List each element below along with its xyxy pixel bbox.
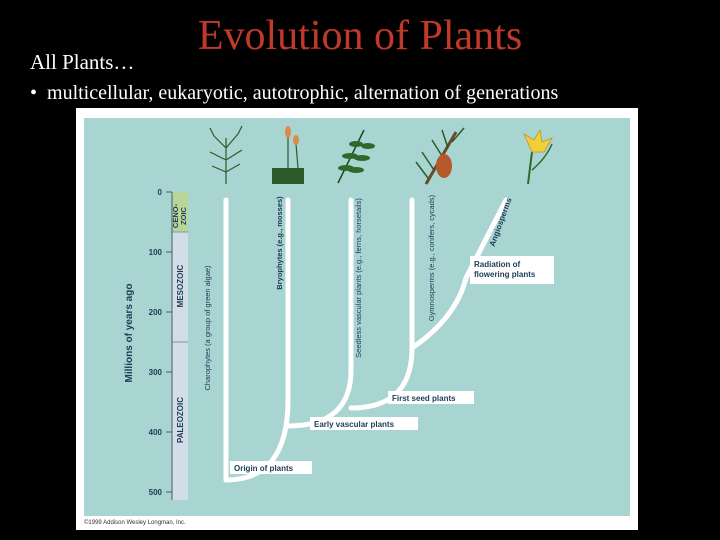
branch-angiosperms (409, 197, 509, 351)
lineage-label-gymnosperms: Gymnosperms (e.g., conifers, cycads) (427, 194, 436, 321)
event-label-origin: Origin of plants (234, 464, 294, 473)
mesozoic-band (172, 232, 188, 342)
era-label-paleozoic: PALEOZOIC (176, 397, 185, 443)
tick-label: 200 (149, 308, 163, 317)
event-box-radiation (470, 256, 554, 284)
alga-icon (209, 125, 243, 184)
era-label-cenozoic: CENO-ZOIC (171, 203, 188, 228)
event-box-vascular (310, 417, 418, 430)
event-label-vascular: Early vascular plants (314, 420, 395, 429)
axis-label: Millions of years ago (124, 284, 135, 383)
phylogeny-diagram: CENO-ZOIC MESOZOIC PALEOZOIC 0 100 200 300 4… (84, 118, 630, 526)
branch-seedless-vascular (285, 197, 354, 429)
slide-title: Evolution of Plants (197, 13, 523, 59)
moss-icon (272, 126, 304, 184)
time-ticks: 0 100 200 300 400 500 (149, 188, 172, 497)
branch-bryophytes (223, 197, 291, 483)
tick-label: 300 (149, 368, 163, 377)
tick-label: 0 (158, 188, 163, 197)
event-box-seed (388, 391, 474, 404)
event-label-seed: First seed plants (392, 394, 456, 403)
tick-label: 100 (149, 248, 163, 257)
tick-label: 500 (149, 488, 163, 497)
fern-icon (337, 129, 375, 184)
copyright-text: ©1999 Addison Wesley Longman, Inc. (84, 519, 186, 526)
era-label-mesozoic: MESOZOIC (176, 264, 185, 307)
lineage-label-charophytes: Charophytes (a group of green algae) (203, 265, 212, 391)
bullet-marker: • (30, 82, 38, 104)
conifer-icon (415, 127, 465, 185)
lineage-label-seedless-vascular: Seedless vascular plants (e.g., ferns, h… (354, 198, 363, 358)
cenozoic-band (172, 192, 188, 232)
bullet-text: multicellular, eukaryotic, autotrophic, … (47, 82, 559, 104)
plant-evolution-figure: CENO-ZOIC MESOZOIC PALEOZOIC 0 100 200 300 4… (76, 108, 638, 530)
lineage-label-bryophytes: Bryophytes (e.g., mosses) (275, 196, 284, 290)
branch-gymnosperms (348, 197, 415, 411)
bullet-point: • multicellular, eukaryotic, autotrophic… (30, 82, 558, 105)
flower-icon (523, 128, 553, 185)
paleozoic-band (172, 342, 188, 500)
phylogeny-branches (223, 197, 509, 483)
event-box-origin (230, 461, 312, 474)
tick-label: 400 (149, 428, 163, 437)
slide-subtitle: All Plants… (30, 50, 135, 74)
